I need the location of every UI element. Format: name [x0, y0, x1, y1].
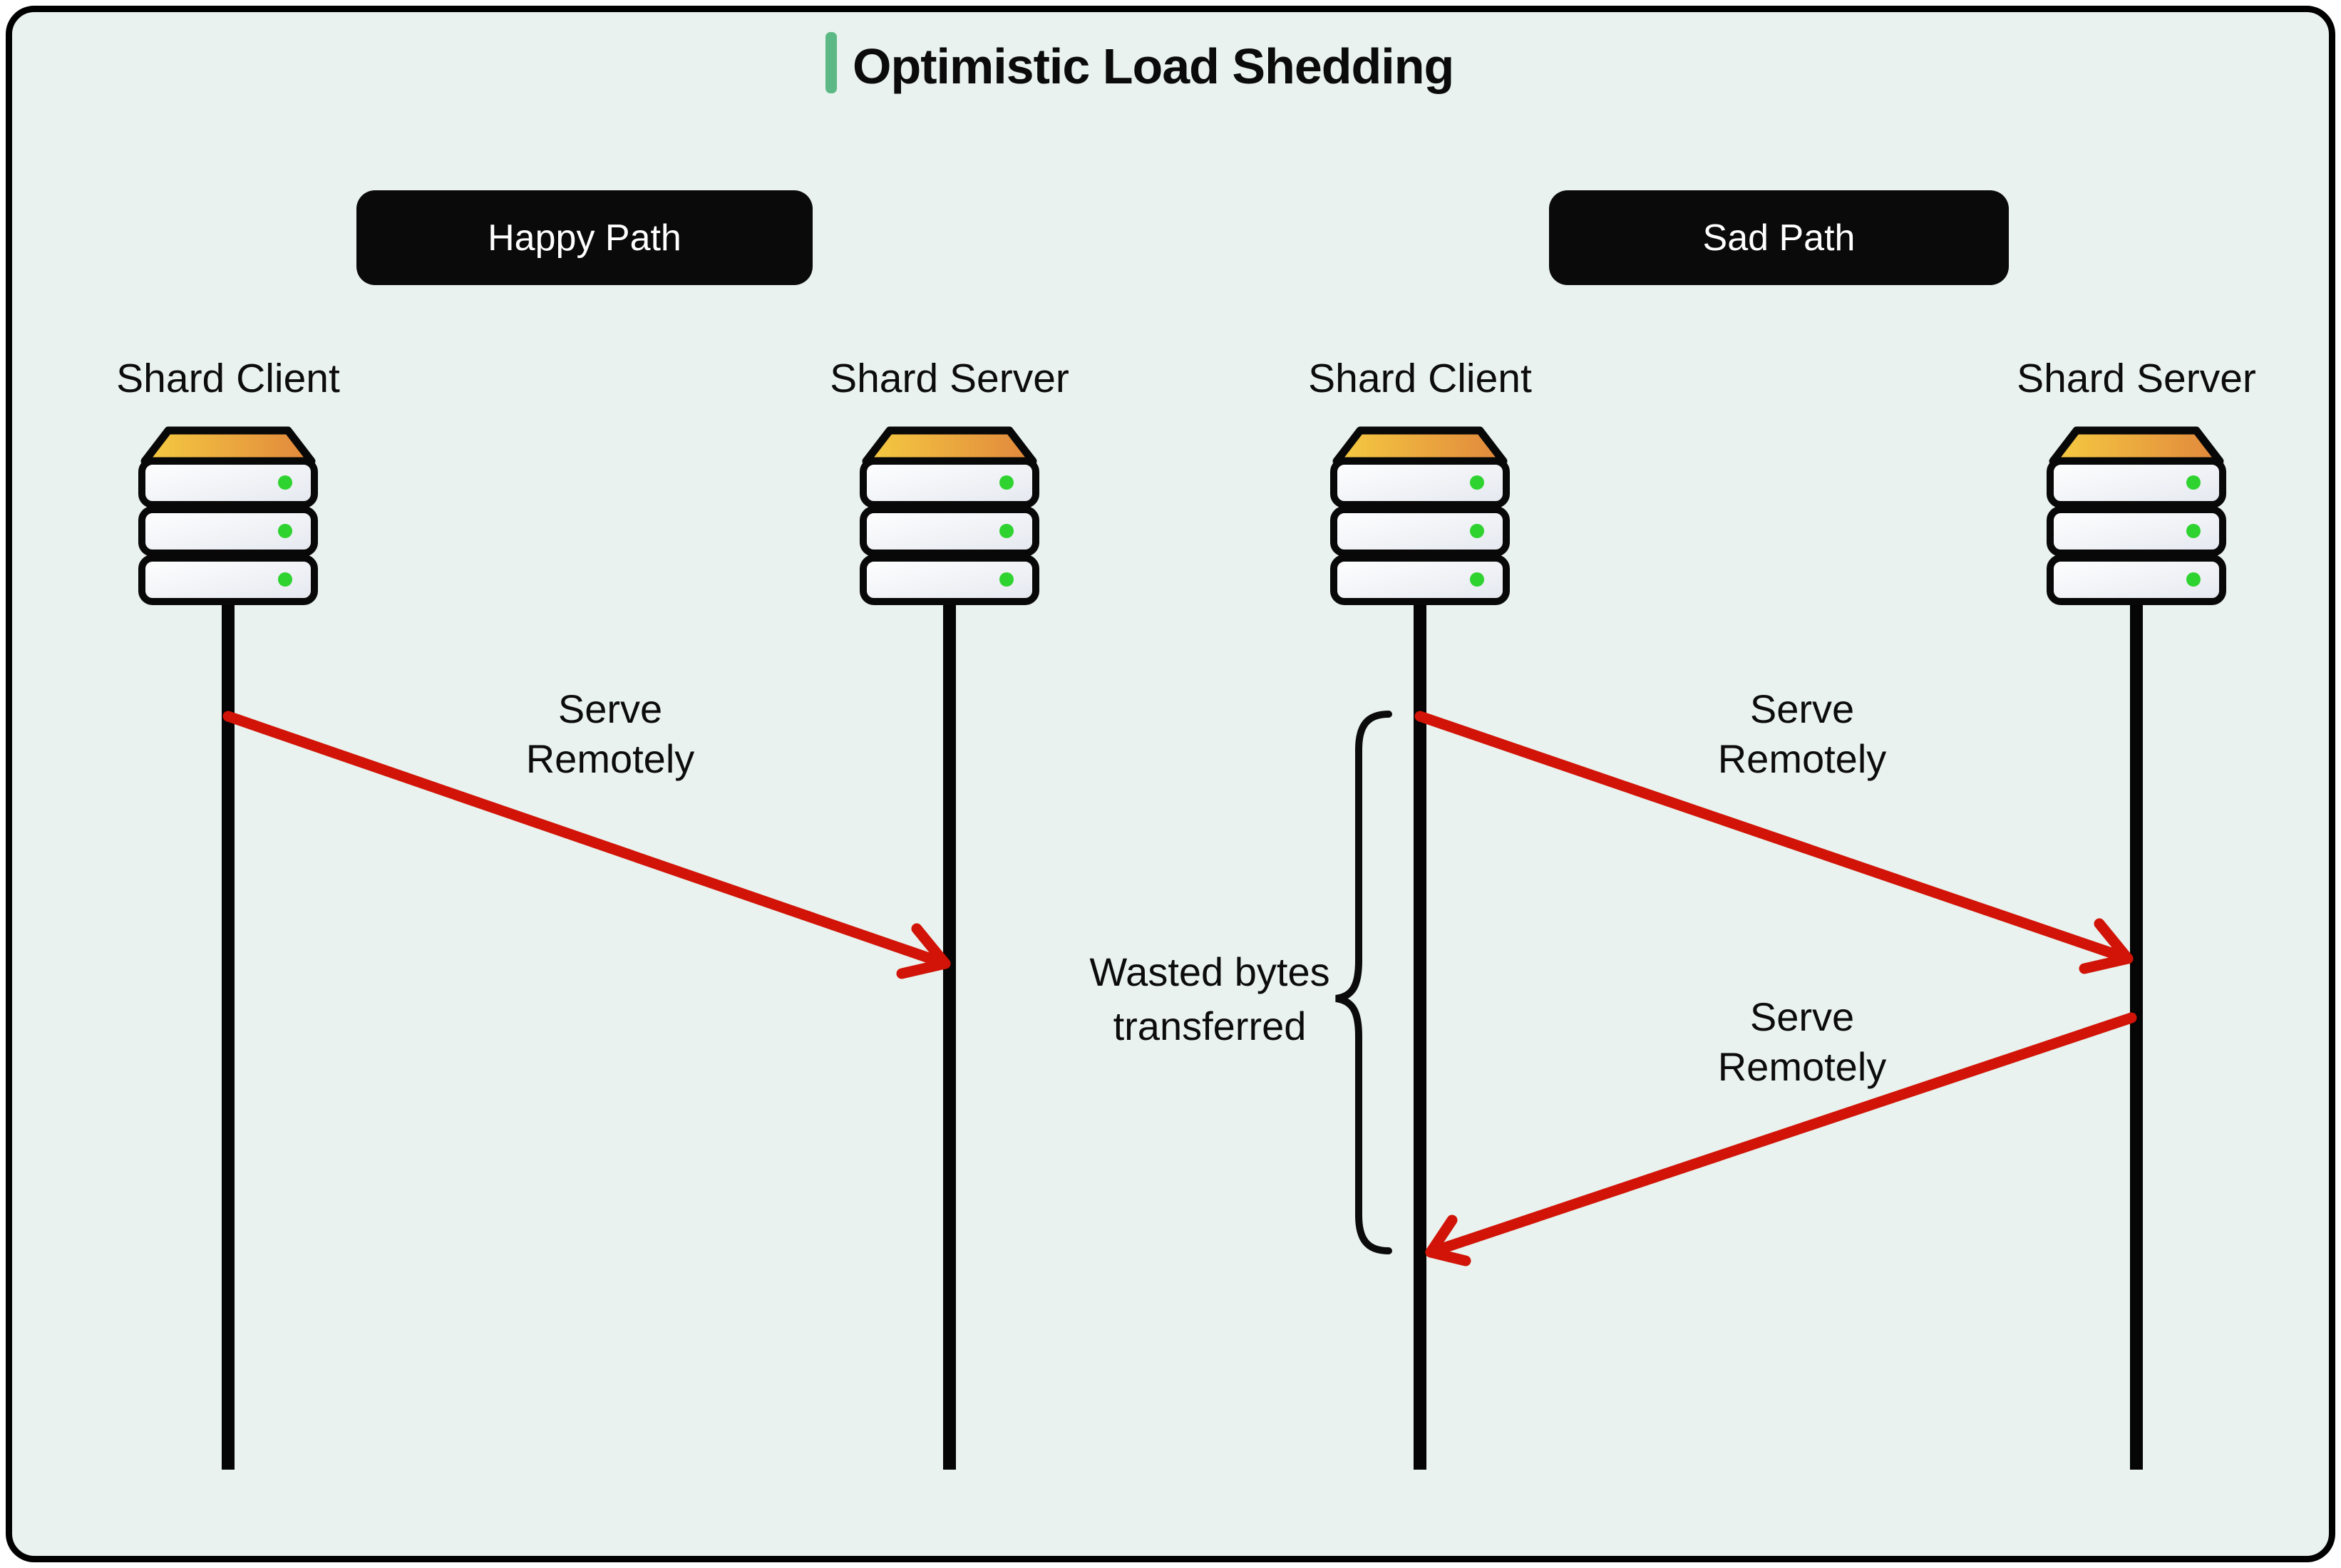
- page-title: Optimistic Load Shedding: [853, 38, 1454, 94]
- wasted-bytes-line1: Wasted bytes: [1089, 949, 1330, 994]
- happy-client-label: Shard Client: [116, 356, 340, 401]
- arrow-sad-serve-remotely-retry: [1425, 1012, 2137, 1267]
- wasted-bytes-annotation: Wasted bytes transferred: [1039, 945, 1381, 1053]
- sad-serve1-line1: Serve: [1749, 686, 1855, 731]
- sad-path-badge: Sad Path: [1549, 190, 2009, 285]
- sad-serve-remotely-label-1: Serve Remotely: [1624, 684, 1980, 784]
- sad-server-label: Shard Server: [2017, 356, 2256, 401]
- sad-serve2-line1: Serve: [1749, 994, 1855, 1039]
- server-icon-happy-client: [142, 430, 314, 602]
- server-icon-sad-server: [2050, 430, 2223, 602]
- sad-serve1-line2: Remotely: [1717, 736, 1887, 781]
- happy-serve-line1: Serve: [557, 686, 663, 731]
- arrow-happy-serve-remotely: [222, 711, 951, 979]
- sad-client-label: Shard Client: [1308, 356, 1532, 401]
- wasted-bytes-line2: transferred: [1113, 1004, 1307, 1048]
- server-icon-sad-client: [1334, 430, 1506, 602]
- sad-path-badge-label: Sad Path: [1702, 217, 1856, 259]
- happy-serve-remotely-label: Serve Remotely: [432, 684, 788, 784]
- happy-path-badge-label: Happy Path: [488, 217, 681, 259]
- title-accent-bar: [825, 32, 837, 93]
- happy-server-label: Shard Server: [830, 356, 1069, 401]
- sad-serve2-line2: Remotely: [1717, 1044, 1887, 1089]
- wasted-bytes-brace: [1335, 711, 1392, 1254]
- arrow-sad-serve-remotely-request: [1414, 711, 2134, 974]
- happy-serve-line2: Remotely: [525, 736, 695, 781]
- sad-serve-remotely-label-2: Serve Remotely: [1624, 992, 1980, 1092]
- server-icon-happy-server: [863, 430, 1036, 602]
- happy-path-badge: Happy Path: [356, 190, 813, 285]
